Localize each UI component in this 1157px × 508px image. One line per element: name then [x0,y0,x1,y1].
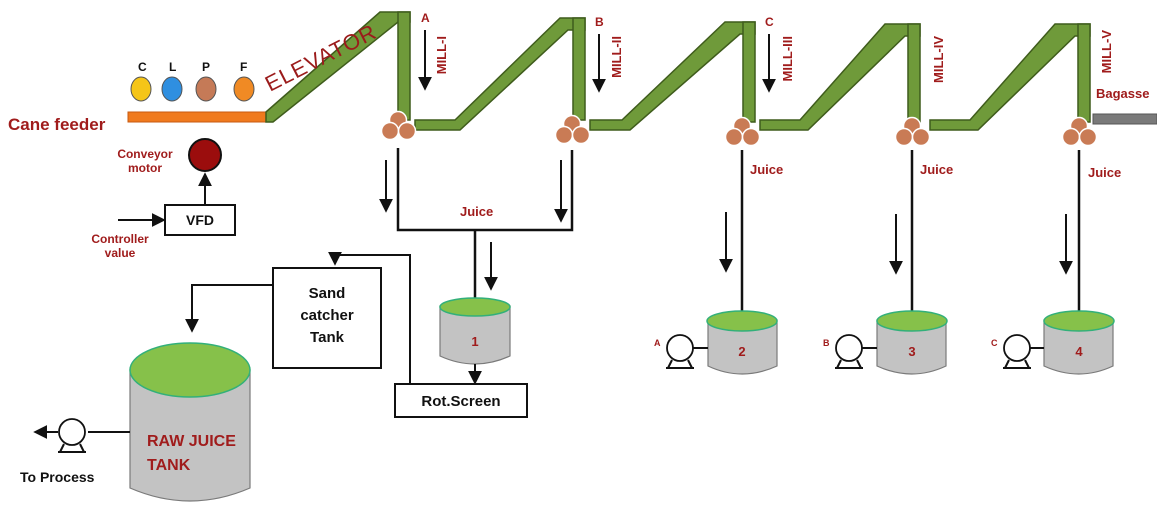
conveyor-motor-icon [188,138,222,172]
juice-collection-lines [379,148,574,300]
raw-juice-label-1: RAW JUICE [147,433,236,450]
mill-iii-label: MILL-III [780,36,795,82]
rot-screen-label: Rot.Screen [421,393,500,410]
rot-screen-box [394,383,528,418]
tank-4-number: 4 [1075,344,1083,359]
raw-pump-icon [58,418,86,453]
mill-iv-juice-label: Juice [920,162,953,177]
mill-iv-rollers [894,116,931,147]
sensor-label-f: F [240,60,247,74]
raw-juice-tank [129,342,251,502]
tank-3 [876,310,948,375]
tank-1 [439,297,511,365]
conveyor-system [265,11,1091,131]
screen-return-line [328,251,411,384]
vfd-label: VFD [186,212,214,228]
controller-value-label-1: Controller [91,232,149,246]
mill-i-label: MILL-I [434,36,449,74]
mill-ii-label: MILL-II [609,36,624,78]
tank-4 [1043,310,1115,375]
mill-iii-marker: C [765,15,774,29]
sensor-label-p: P [202,60,210,74]
vfd-box [164,204,236,236]
sand-catcher-label-1: Sand [309,285,346,302]
mill-iii-rollers [724,116,761,147]
sensor-label-l: L [169,60,176,74]
sensor-group: C L P F [130,60,255,102]
mill-v-juice-label: Juice [1088,165,1121,180]
tank-3-pump-letter: B [823,338,830,348]
sand-catcher-label-3: Tank [310,329,345,346]
juice-main-label: Juice [460,204,493,219]
mill-v-label: MILL-V [1099,30,1114,74]
raw-juice-label-2: TANK [147,457,191,474]
tank-4-pump-icon [1003,334,1031,369]
sand-catcher-label-2: catcher [300,307,354,324]
mill-iii-juice-label: Juice [750,162,783,177]
mill-i-rollers [380,110,417,141]
sensor-c-icon [130,76,152,102]
bagasse-label: Bagasse [1096,86,1149,101]
mill-v-rollers [1061,116,1098,147]
tank-4-pump-letter: C [991,338,998,348]
tank-3-number: 3 [908,344,915,359]
tank-2-pump-icon [666,334,694,369]
sand-catcher-box [272,267,382,369]
cane-feeder-belt [127,111,269,123]
tank-1-number: 1 [471,334,478,349]
tank-2-number: 2 [738,344,745,359]
sensor-l-icon [161,76,183,102]
sensor-p-icon [195,76,217,102]
sand-to-raw-line [185,284,273,333]
controller-value-label-2: value [105,246,136,260]
elevator-label: ELEVATOR [261,19,381,97]
to-process-label: To Process [20,469,95,485]
mill-iv-label: MILL-IV [931,36,946,83]
sensor-label-c: C [138,60,147,74]
mill-i-marker: A [421,11,430,25]
tank-2 [706,310,778,375]
sensor-f-icon [233,76,255,102]
tank-2-pump-letter: A [654,338,661,348]
conveyor-motor-label-2: motor [128,161,162,175]
tank-3-pump-icon [835,334,863,369]
mill-ii-marker: B [595,15,604,29]
bagasse-outlet [1092,113,1157,125]
cane-feeder-label: Cane feeder [8,115,106,134]
mill-ii-rollers [554,114,591,145]
conveyor-motor-label-1: Conveyor [117,147,173,161]
